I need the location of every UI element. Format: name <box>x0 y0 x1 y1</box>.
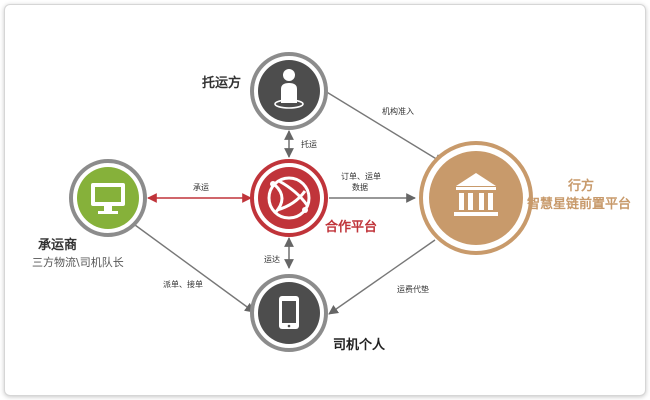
node-label-bank-1: 行方 <box>567 178 594 194</box>
person-icon <box>274 69 304 109</box>
monitor-icon <box>91 183 125 214</box>
node-label-shipper: 托运方 <box>202 75 241 91</box>
edge-labels: 托运 机构准入 承运 订单、运单 数据 运达 派单、接单 运费代垫 <box>163 106 429 294</box>
node-sublabel-carrier: 三方物流\司机队长 <box>32 255 124 269</box>
globe-icon <box>267 176 311 220</box>
diagram-canvas: 托运 机构准入 承运 订单、运单 数据 运达 派单、接单 运费代垫 托运方 <box>4 4 646 396</box>
edge-label-platform-bank-2: 数据 <box>352 182 368 192</box>
edge-label-carrier-driver: 派单、接单 <box>163 279 203 289</box>
edge-label-bank-driver: 运费代垫 <box>397 284 429 294</box>
edge-label-shipper-bank: 机构准入 <box>382 106 414 116</box>
node-label-carrier: 承运商 <box>38 237 77 253</box>
edge-label-platform-bank-1: 订单、运单 <box>341 171 381 181</box>
edge-label-platform-driver: 运达 <box>264 254 280 264</box>
node-platform[interactable]: 合作平台 <box>250 159 377 237</box>
edge-carrier-driver <box>134 224 255 313</box>
node-driver[interactable]: 司机个人 <box>250 274 386 353</box>
edge-shipper-bank <box>324 90 444 164</box>
node-label-bank-2: 智慧星链前置平台 <box>527 196 631 212</box>
node-label-platform: 合作平台 <box>325 219 377 235</box>
node-label-driver: 司机个人 <box>333 337 386 353</box>
edge-label-shipper-platform: 托运 <box>301 139 317 149</box>
flow-diagram: 托运 机构准入 承运 订单、运单 数据 运达 派单、接单 运费代垫 托运方 <box>32 52 631 353</box>
node-shipper[interactable]: 托运方 <box>202 52 328 130</box>
node-bank[interactable]: 行方 智慧星链前置平台 <box>419 141 631 255</box>
edge-label-carrier-platform: 承运 <box>193 183 209 192</box>
edge-bank-driver <box>328 239 436 315</box>
node-carrier[interactable]: 承运商 三方物流\司机队长 <box>32 159 147 269</box>
bank-icon <box>454 173 498 216</box>
edges <box>134 90 444 315</box>
phone-icon <box>279 296 299 329</box>
